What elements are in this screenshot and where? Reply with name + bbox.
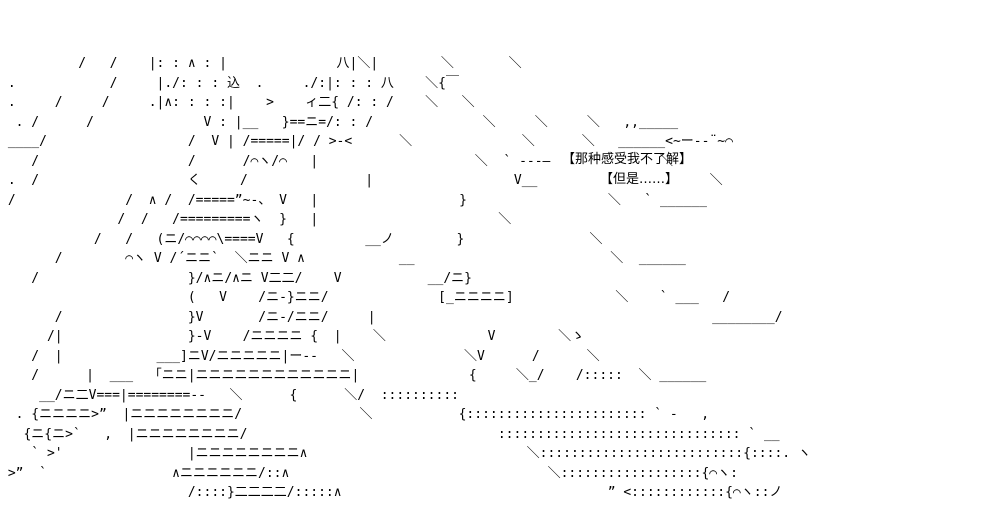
ascii-art-line: / / ∧ / /=====”~-、 V | } ＼ ` ______ [0,192,707,208]
ascii-art-line: /::::}二二二二/:::::∧ ” <::::::::::::{⌒ヽ::ノ [0,485,783,500]
ascii-art-line: >” ` ∧ニニニニニニ/::∧ ＼::::::::::::::::::{⌒ヽ: [0,465,738,481]
caption-line-2: 【但是……】 [600,172,679,187]
ascii-art-line: /| }-V /ニニニニ { | ＼ V ＼ゝ [0,329,585,344]
ascii-art-line: / / /⌒ヽ/⌒ | ＼ ` ---― ＼ [0,153,673,169]
ascii-art-line: / }/∧ニ/∧ニ V二二/ V __/ニ} [0,270,472,286]
ascii-art-line: {ニ{ニ>` , |ニニニニニニニニ/ ::::::::::::::::::::… [0,426,780,442]
ascii-art-line: / ⌒ヽ V /´ニニ` ＼ニニ V ∧ __ ＼ ______ [0,251,686,266]
ascii-art-line: . {ニニニニ>” |ニニニニニニニニ/ ＼ {::::::::::::::::… [0,407,710,422]
ascii-art-line: . / / .|∧: : : :| > ィ二{ /: : / ＼ ＼ [0,95,475,110]
ascii-art-line: . / |./: : : 込 . ./:|: : : 八 ＼{￣ [0,75,459,91]
ascii-art-line: / / |: : ∧ : | 八|＼| ＼ ＼ [0,56,522,71]
ascii-art-line: ` >' |ニニニニニニニニ∧ ＼:::::::::::::::::::::::… [0,446,811,461]
ascii-art-line: __/ニ二V===|========-- ＼ { ＼/ :::::::::: [0,387,459,403]
ascii-art-line: / / /=========ヽ } | ＼ [0,212,512,227]
ascii-art-line: . / く / | V__ ＼ [0,173,723,188]
ascii-art-line: . / / V : |__ }==ニ=/: : / ＼ ＼ ＼ ,,_____ [0,114,679,130]
ascii-art-line: / | ___ 「ニニ|ニニニニニニニニニニニニ| { ＼_/ /::::: ＼… [0,368,707,383]
ascii-art-line: ____/ / V | /=====|/ / >-< ＼ ＼ ＼ ______<… [0,134,733,149]
ascii-art-line: / / (ニ/⌒⌒⌒⌒\====V { __ノ } ＼ [0,231,603,247]
ascii-art-line: / | ___]ニV/ニニニニニ|ー-- ＼ ＼V / ＼ [0,348,600,364]
ascii-art-line: / }V /ニ-/ニニ/ | ________/ [0,309,783,325]
caption-line-1: 【那种感受我不了解】 [562,152,693,167]
ascii-art-line: ( V /ニ-}ニニ/ [_ニニニニ] ＼ ` ___ / [0,290,731,305]
